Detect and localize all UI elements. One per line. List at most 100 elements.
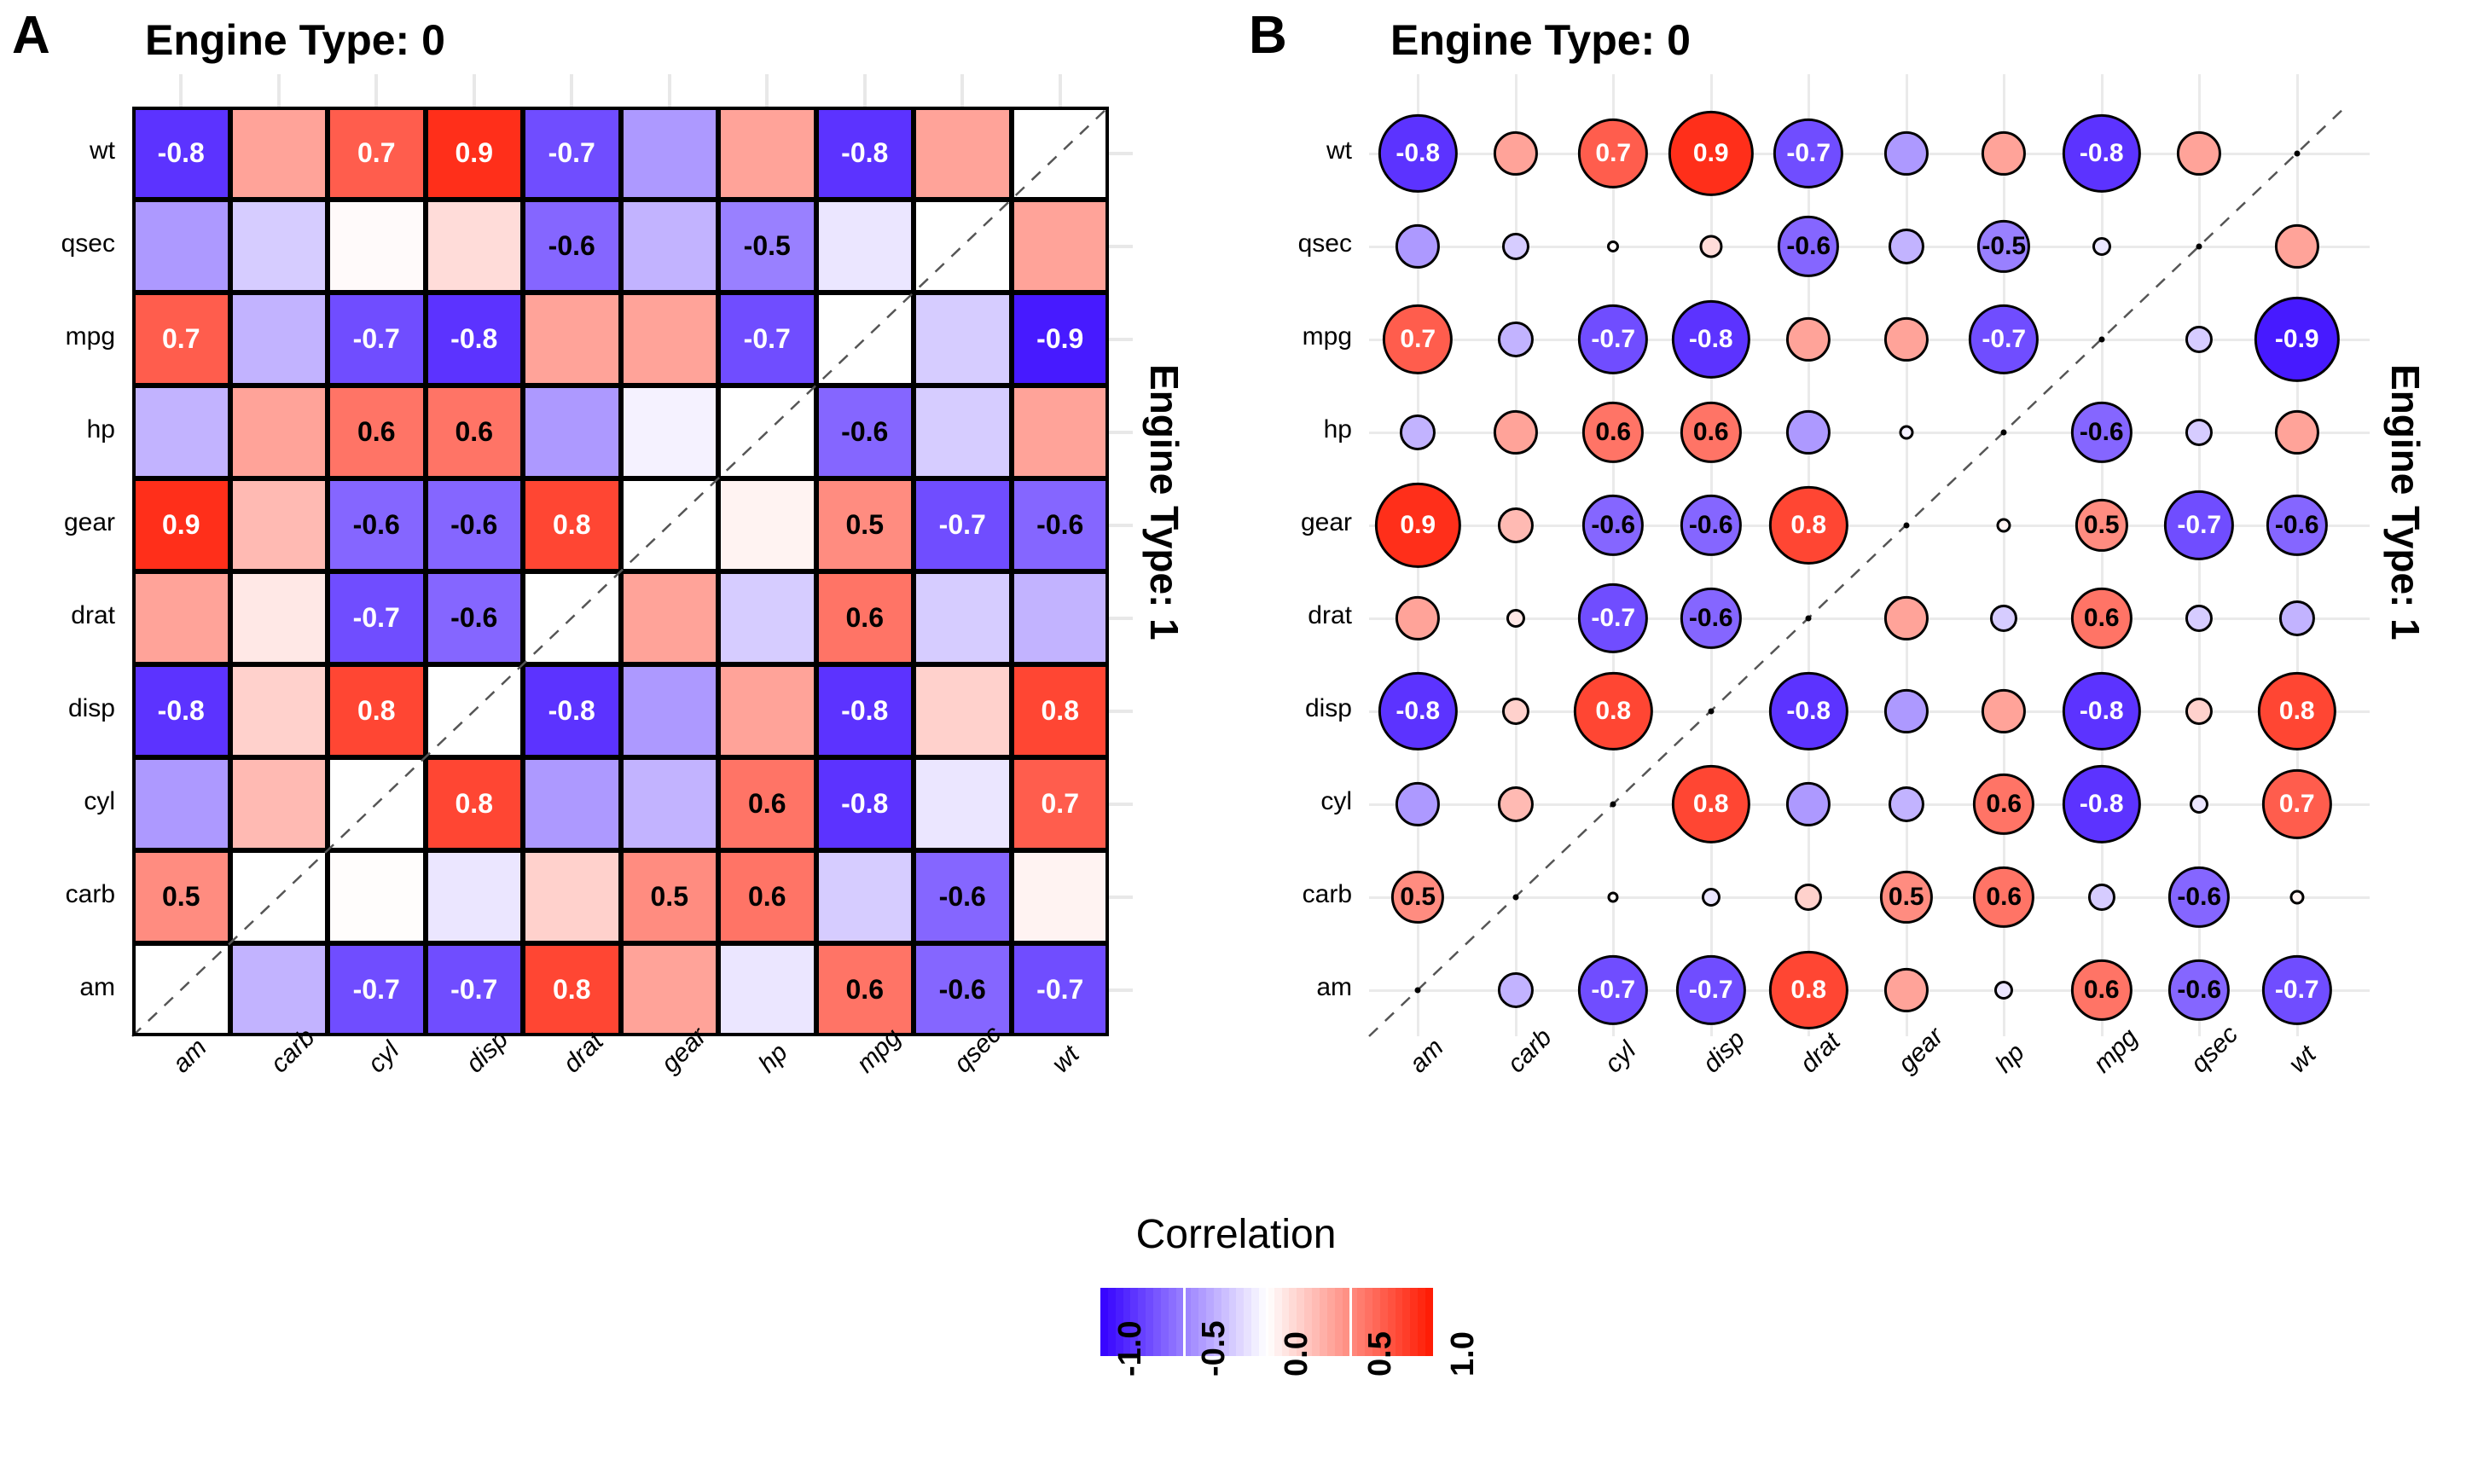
heatmap-cell[interactable] bbox=[328, 850, 426, 943]
bubble-cell[interactable]: 0.8 bbox=[1671, 764, 1750, 843]
bubble-cell[interactable] bbox=[1883, 967, 1929, 1012]
heatmap-cell[interactable]: -0.7 bbox=[523, 107, 621, 200]
bubble-cell[interactable]: -0.6 bbox=[2070, 401, 2133, 463]
heatmap-cell[interactable]: -0.7 bbox=[328, 293, 426, 385]
heatmap-cell[interactable]: -0.6 bbox=[914, 943, 1012, 1036]
bubble-cell[interactable]: 0.8 bbox=[1769, 485, 1848, 565]
bubble-cell[interactable]: -0.8 bbox=[1378, 671, 1458, 751]
bubble-cell[interactable] bbox=[1883, 688, 1929, 733]
heatmap-cell[interactable]: 0.7 bbox=[328, 107, 426, 200]
heatmap-cell[interactable] bbox=[620, 107, 718, 200]
bubble-cell[interactable] bbox=[1982, 130, 2027, 176]
bubble-cell[interactable] bbox=[2190, 794, 2209, 814]
bubble-cell[interactable]: 0.8 bbox=[1769, 950, 1848, 1029]
heatmap-cell[interactable]: 0.7 bbox=[132, 293, 230, 385]
heatmap-cell[interactable] bbox=[229, 664, 328, 757]
heatmap-cell[interactable]: 0.9 bbox=[132, 478, 230, 571]
heatmap-cell[interactable] bbox=[229, 571, 328, 664]
heatmap-cell[interactable] bbox=[229, 293, 328, 385]
heatmap-cell[interactable] bbox=[1011, 385, 1109, 478]
heatmap-cell[interactable] bbox=[229, 943, 328, 1036]
heatmap-cell[interactable]: -0.6 bbox=[523, 200, 621, 293]
bubble-cell[interactable] bbox=[1400, 414, 1436, 450]
bubble-cell[interactable]: -0.7 bbox=[1578, 954, 1649, 1025]
bubble-cell[interactable]: 0.6 bbox=[1973, 866, 2035, 928]
bubble-cell[interactable]: -0.6 bbox=[1778, 215, 1840, 277]
bubble-cell[interactable]: 0.6 bbox=[1680, 401, 1742, 463]
bubble-cell[interactable] bbox=[1990, 604, 2018, 632]
bubble-cell[interactable] bbox=[2185, 418, 2214, 446]
heatmap-cell[interactable] bbox=[132, 943, 230, 1036]
bubble-cell[interactable]: 0.7 bbox=[1578, 118, 1649, 188]
heatmap-cell[interactable]: -0.7 bbox=[328, 571, 426, 664]
heatmap-cell[interactable]: -0.8 bbox=[132, 107, 230, 200]
bubble-cell[interactable]: -0.7 bbox=[1578, 583, 1649, 653]
heatmap-cell[interactable] bbox=[523, 571, 621, 664]
heatmap-cell[interactable]: -0.7 bbox=[425, 943, 523, 1036]
bubble-cell[interactable]: -0.7 bbox=[1578, 304, 1649, 374]
bubble-cell[interactable] bbox=[1396, 595, 1441, 641]
heatmap-cell[interactable] bbox=[132, 571, 230, 664]
heatmap-cell[interactable]: -0.8 bbox=[523, 664, 621, 757]
heatmap-cell[interactable]: -0.6 bbox=[1011, 478, 1109, 571]
bubble-cell[interactable]: -0.8 bbox=[2062, 764, 2141, 843]
bubble-cell[interactable] bbox=[2185, 325, 2214, 353]
heatmap-cell[interactable] bbox=[718, 385, 816, 478]
bubble-cell[interactable] bbox=[2092, 236, 2111, 256]
heatmap-cell[interactable] bbox=[718, 571, 816, 664]
heatmap-cell[interactable] bbox=[523, 385, 621, 478]
heatmap-cell[interactable] bbox=[1011, 571, 1109, 664]
heatmap-cell[interactable] bbox=[132, 200, 230, 293]
bubble-cell[interactable] bbox=[1501, 232, 1529, 260]
bubble-cell[interactable]: -0.8 bbox=[1378, 113, 1458, 193]
heatmap-cell[interactable] bbox=[620, 385, 718, 478]
heatmap-cell[interactable]: -0.6 bbox=[815, 385, 914, 478]
heatmap-cell[interactable]: 0.9 bbox=[425, 107, 523, 200]
bubble-cell[interactable]: 0.5 bbox=[1391, 870, 1445, 924]
bubble-cell[interactable] bbox=[1497, 971, 1534, 1008]
bubble-cell[interactable] bbox=[2177, 130, 2222, 176]
heatmap-cell[interactable] bbox=[1011, 200, 1109, 293]
heatmap-cell[interactable]: 0.6 bbox=[815, 571, 914, 664]
heatmap-cell[interactable] bbox=[523, 757, 621, 850]
heatmap-cell[interactable] bbox=[620, 943, 718, 1036]
bubble-cell[interactable]: -0.6 bbox=[2266, 494, 2328, 556]
bubble-cell[interactable] bbox=[1795, 883, 1823, 911]
bubble-cell[interactable]: -0.7 bbox=[1969, 304, 2040, 374]
bubble-cell[interactable]: 0.6 bbox=[2070, 959, 2133, 1021]
bubble-cell[interactable] bbox=[2185, 697, 2214, 725]
bubble-cell[interactable]: 0.9 bbox=[1375, 482, 1461, 568]
heatmap-cell[interactable] bbox=[718, 664, 816, 757]
bubble-cell[interactable] bbox=[2274, 223, 2319, 269]
heatmap-cell[interactable]: 0.6 bbox=[718, 850, 816, 943]
bubble-cell[interactable] bbox=[1493, 409, 1538, 455]
bubble-cell[interactable]: -0.7 bbox=[2164, 490, 2235, 560]
bubble-cell[interactable] bbox=[1607, 890, 1619, 903]
heatmap-cell[interactable] bbox=[229, 478, 328, 571]
heatmap-cell[interactable]: -0.6 bbox=[328, 478, 426, 571]
heatmap-cell[interactable]: -0.6 bbox=[425, 571, 523, 664]
bubble-cell[interactable]: 0.8 bbox=[1574, 671, 1653, 751]
heatmap-cell[interactable]: 0.6 bbox=[425, 385, 523, 478]
heatmap-cell[interactable] bbox=[523, 850, 621, 943]
bubble-cell[interactable]: 0.8 bbox=[2257, 671, 2336, 751]
heatmap-cell[interactable] bbox=[718, 478, 816, 571]
heatmap-cell[interactable] bbox=[914, 293, 1012, 385]
bubble-cell[interactable] bbox=[2185, 604, 2214, 632]
heatmap-cell[interactable]: 0.6 bbox=[328, 385, 426, 478]
heatmap-cell[interactable] bbox=[328, 757, 426, 850]
heatmap-cell[interactable]: 0.8 bbox=[523, 943, 621, 1036]
heatmap-cell[interactable] bbox=[132, 757, 230, 850]
heatmap-cell[interactable] bbox=[620, 757, 718, 850]
heatmap-cell[interactable]: 0.7 bbox=[1011, 757, 1109, 850]
bubble-cell[interactable] bbox=[1899, 424, 1914, 440]
bubble-cell[interactable]: -0.6 bbox=[1680, 494, 1742, 556]
bubble-cell[interactable]: 0.6 bbox=[1582, 401, 1645, 463]
heatmap-cell[interactable] bbox=[229, 757, 328, 850]
heatmap-cell[interactable] bbox=[620, 478, 718, 571]
heatmap-cell[interactable]: -0.9 bbox=[1011, 293, 1109, 385]
bubble-cell[interactable]: -0.6 bbox=[1680, 587, 1742, 649]
bubble-cell[interactable] bbox=[2087, 883, 2115, 911]
bubble-cell[interactable] bbox=[1701, 887, 1721, 907]
bubble-cell[interactable] bbox=[2289, 889, 2305, 905]
